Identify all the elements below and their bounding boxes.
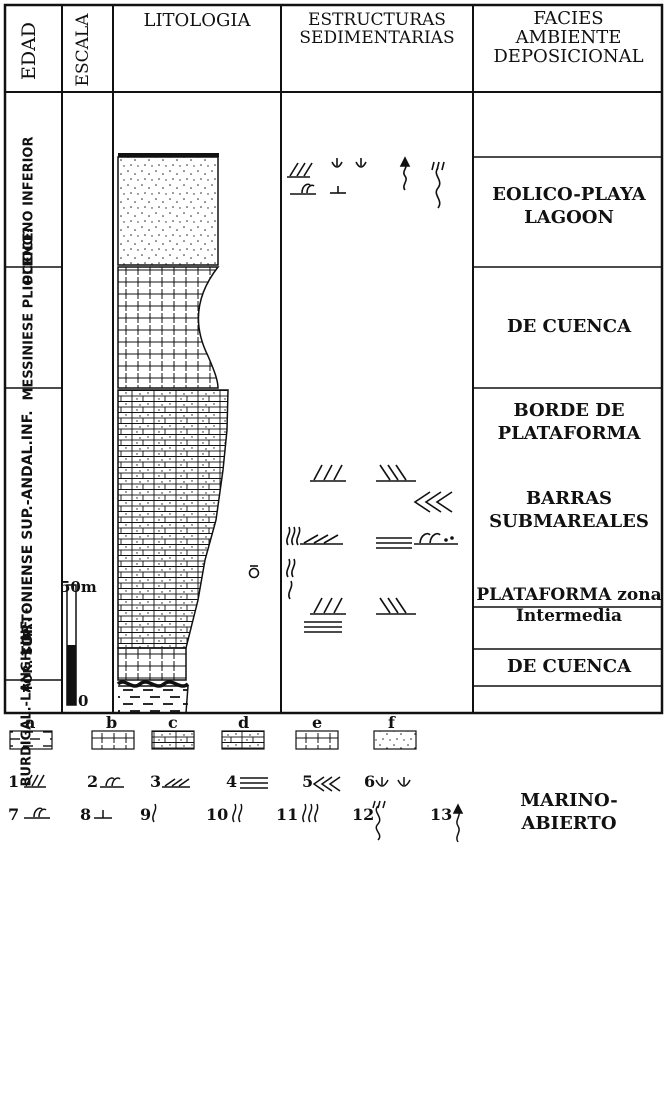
legend-number: 12	[352, 805, 375, 824]
facies-borde-plataforma: BORDE DE PLATAFORMA	[497, 400, 641, 444]
header-estructuras: ESTRUCTURAS SEDIMENTARIAS	[299, 10, 455, 48]
lenticular-icon	[94, 810, 112, 819]
header-facies: FACIES AMBIENTE DEPOSICIONAL	[493, 8, 644, 67]
escape-burrow-icon	[452, 803, 464, 843]
marly-limestone-icon	[295, 730, 339, 750]
lenticular-icon	[330, 186, 346, 194]
trough-cross-bedding-icon	[376, 464, 416, 482]
low-angle-lamination-icon	[300, 534, 343, 545]
age-label: MESSINIESE PLIOCENO?	[21, 226, 37, 401]
legend-letter: a	[25, 713, 36, 732]
scale-top-label: 50m	[60, 578, 97, 596]
header-litologia: LITOLOGIA	[143, 10, 251, 31]
legend-letter: c	[168, 713, 178, 732]
facies-eolico-playa: EOLICO-PLAYA LAGOON	[492, 184, 646, 228]
bioturbation-icon	[372, 800, 386, 841]
facies-plataforma-intermedia: PLATAFORMA zona Intermedia	[476, 585, 662, 627]
legend-number: 6	[364, 772, 376, 791]
facies-de-cuenca: DE CUENCA	[506, 656, 632, 677]
horizontal-lamination-icon	[376, 537, 412, 549]
planar-cross-bedding-icon	[287, 162, 313, 178]
double-burrow-icon	[286, 558, 296, 578]
planar-cross-bedding-icon	[24, 774, 46, 788]
facies-de-cuenca: DE CUENCA	[506, 316, 632, 337]
legend-number: 5	[302, 772, 314, 791]
age-label: BURDIGAL.-LANGH.INF. -	[19, 607, 35, 787]
lithology-column	[116, 153, 229, 714]
legend-letter: b	[106, 713, 118, 732]
facies-barras-submareales: BARRAS SUBMAREALES	[489, 488, 649, 532]
shale-icon	[9, 730, 53, 750]
triple-burrow-icon	[286, 526, 301, 546]
double-burrow-icon	[232, 803, 243, 823]
legend-letter: d	[238, 713, 250, 732]
escape-burrow-icon	[399, 156, 411, 191]
sandstone-blocks-icon	[221, 730, 265, 750]
legend-number: 2	[87, 772, 99, 791]
legend	[9, 730, 464, 843]
legend-number: 13	[430, 805, 453, 824]
trough-cross-bedding-icon	[376, 597, 416, 615]
scale-bottom-label: 0	[78, 692, 89, 710]
herringbone-icon	[413, 491, 453, 513]
planar-cross-bedding-icon	[310, 464, 346, 482]
flaser-icon	[290, 183, 316, 195]
sedimentary-structures	[248, 156, 458, 633]
legend-number: 9	[140, 805, 152, 824]
horizontal-lamination-icon	[304, 621, 342, 633]
sand-icon	[373, 730, 417, 750]
legend-number: 4	[226, 772, 238, 791]
single-burrow-icon	[152, 803, 157, 823]
legend-letter: e	[312, 713, 323, 732]
header-edad: EDAD	[18, 21, 40, 81]
trough-cross-bedding-icon	[100, 777, 124, 788]
planar-cross-bedding-icon	[310, 597, 346, 615]
fossil-icon	[248, 565, 260, 579]
single-burrow-icon	[288, 580, 293, 600]
bioturbation-icon	[431, 161, 445, 209]
cup-burrow-icon	[375, 777, 411, 787]
cup-burrow-icon	[331, 158, 367, 168]
low-angle-lamination-icon	[162, 778, 190, 788]
legend-number: 10	[206, 805, 229, 824]
legend-number: 7	[8, 805, 20, 824]
sandy-limestone-icon	[151, 730, 195, 750]
flaser-icon	[24, 807, 50, 819]
triple-burrow-icon	[302, 803, 319, 823]
horizontal-lamination-icon	[240, 777, 268, 789]
legend-letter: f	[388, 713, 395, 732]
trough-cross-bedding-icon	[414, 532, 458, 545]
facies-marino-abierto: MARINO-ABIERTO	[520, 790, 618, 834]
marl-icon	[91, 730, 135, 750]
header-escala: ESCALA	[73, 13, 93, 87]
scale-bar	[66, 584, 77, 706]
legend-number: 1	[8, 772, 20, 791]
legend-number: 8	[80, 805, 92, 824]
legend-number: 3	[150, 772, 162, 791]
herringbone-icon	[312, 776, 341, 792]
legend-number: 11	[276, 805, 299, 824]
